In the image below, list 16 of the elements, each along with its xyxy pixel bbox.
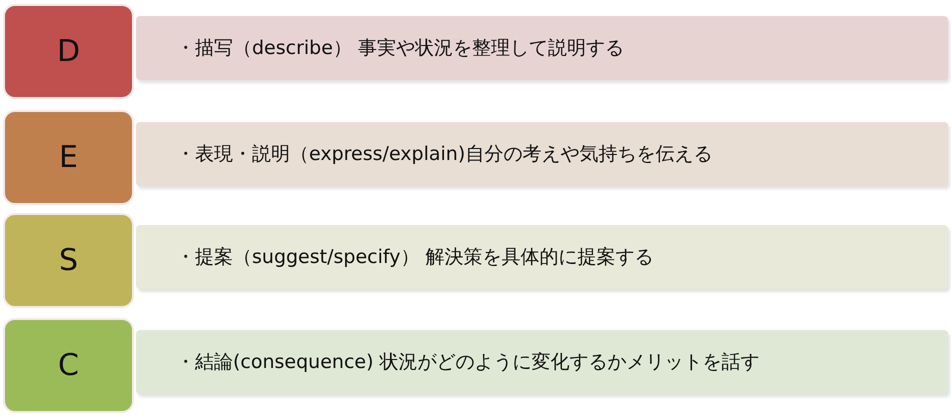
step-letter: C — [58, 348, 79, 383]
step-description: ・提案（suggest/specify） 解決策を具体的に提案する — [176, 245, 654, 270]
letter-box — [3, 318, 134, 413]
letter-box — [3, 110, 134, 205]
step-description: ・表現・説明（express/explain)自分の考えや気持ちを伝える — [176, 142, 712, 167]
step-letter: E — [59, 140, 78, 175]
description-bar — [136, 225, 948, 289]
description-bar — [136, 16, 948, 80]
step-letter: D — [56, 34, 80, 69]
letter-box — [3, 4, 134, 99]
step-letter: S — [58, 243, 78, 278]
step-description: ・描写（describe） 事実や状況を整理して説明する — [176, 36, 624, 61]
step-description: ・結論(consequence) 状況がどのように変化するかメリットを話す — [176, 350, 760, 375]
description-bar — [136, 122, 948, 186]
description-bar — [136, 330, 948, 394]
letter-box — [3, 213, 134, 308]
